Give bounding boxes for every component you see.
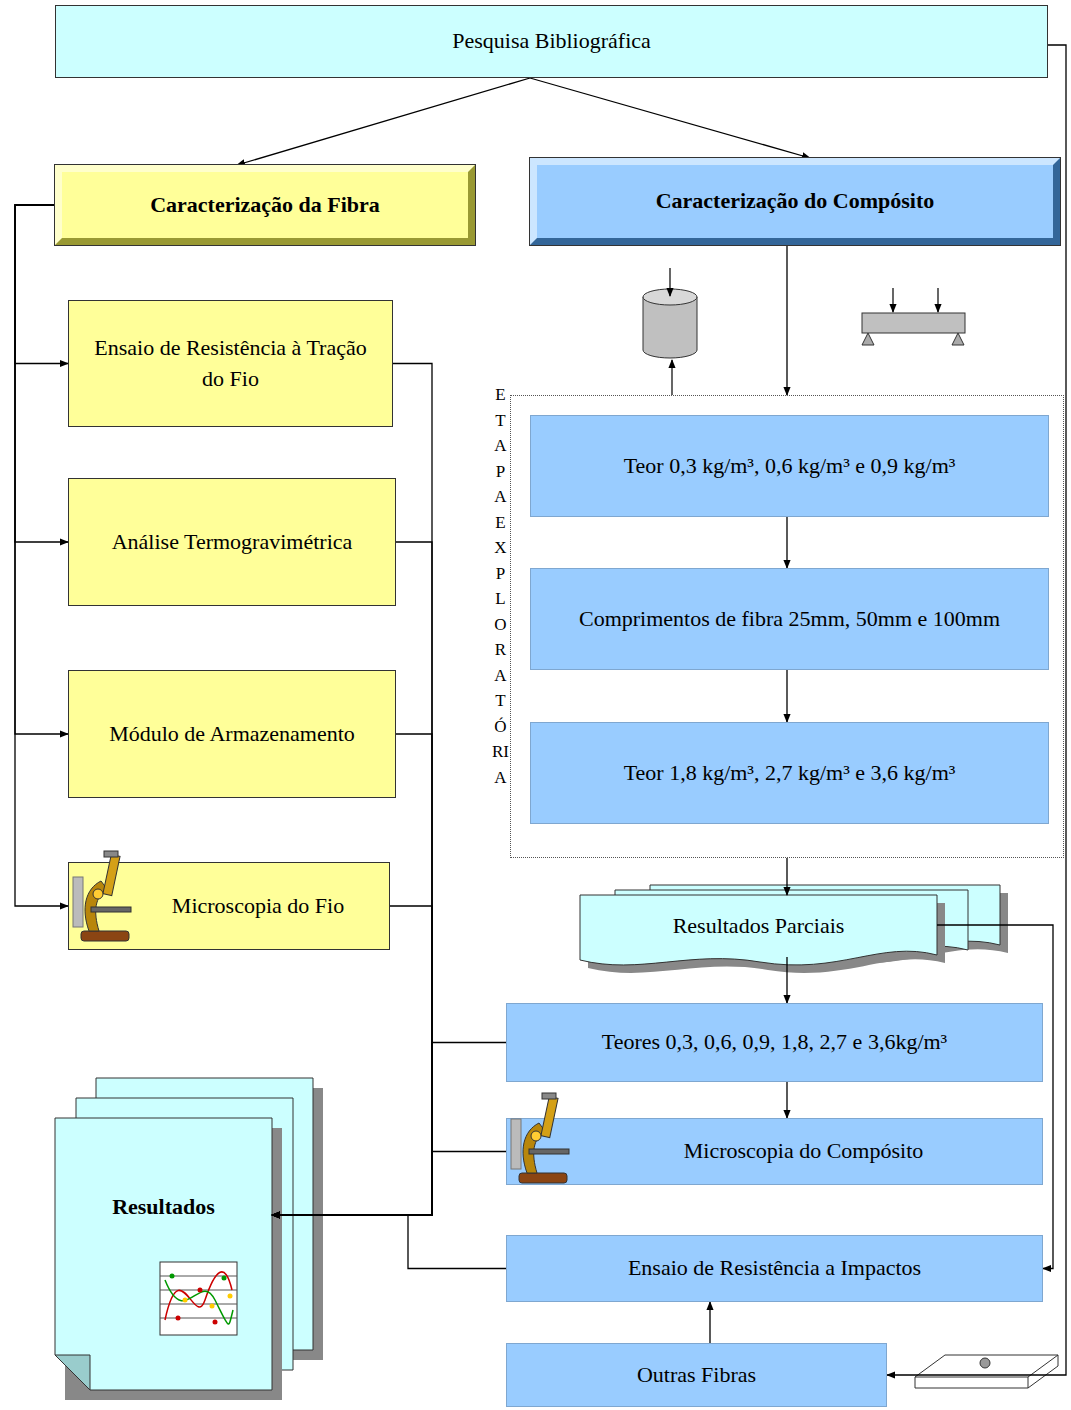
chart-icon bbox=[160, 1262, 237, 1335]
node-text: Módulo de Armazenamento bbox=[109, 719, 355, 750]
node-text: Pesquisa Bibliográfica bbox=[452, 26, 651, 57]
process-box: Ensaio de Resistência a Impactos bbox=[506, 1235, 1043, 1302]
connector-arrow bbox=[786, 1082, 787, 1118]
connector-arrow bbox=[15, 205, 68, 906]
connector-arrow bbox=[530, 78, 810, 158]
microscope-icon bbox=[71, 849, 137, 944]
connector-arrow bbox=[937, 925, 1053, 1269]
node-text: Caracterização da Fibra bbox=[150, 190, 380, 221]
document-stack bbox=[580, 885, 1008, 973]
connector-arrow bbox=[786, 858, 787, 895]
node-text: Microscopia do Fio bbox=[172, 891, 344, 922]
process-box: Teor 0,3 kg/m³, 0,6 kg/m³ e 0,9 kg/m³ bbox=[530, 415, 1049, 517]
connector-arrow bbox=[272, 1152, 506, 1216]
node-text: Resultados bbox=[112, 1192, 215, 1223]
node-text: Resultados Parciais bbox=[673, 911, 845, 942]
connector-arrow bbox=[15, 205, 68, 542]
connector-arrow bbox=[272, 1215, 506, 1269]
title-box: Pesquisa Bibliográfica bbox=[55, 5, 1048, 78]
stage-region: ETAPA EXPLORATÓRIATeor 0,3 kg/m³, 0,6 kg… bbox=[510, 395, 1064, 858]
header-box: Caracterização da Fibra bbox=[55, 165, 475, 245]
node-text: Análise Termogravimétrica bbox=[112, 527, 353, 558]
connector-arrow bbox=[237, 78, 530, 165]
impact-plate-icon bbox=[915, 1355, 1058, 1388]
connector-arrow bbox=[786, 670, 787, 722]
document-box: Resultados bbox=[55, 1118, 272, 1390]
node-text: Ensaio de Resistência à Tração do Fio bbox=[81, 333, 380, 395]
process-box: Teor 1,8 kg/m³, 2,7 kg/m³ e 3,6 kg/m³ bbox=[530, 722, 1049, 824]
beam-icon bbox=[862, 288, 965, 345]
connector-arrow bbox=[786, 245, 787, 395]
process-box: Módulo de Armazenamento bbox=[68, 670, 396, 798]
cylinder-icon bbox=[643, 268, 697, 395]
connector-arrow bbox=[15, 205, 68, 734]
node-text: Ensaio de Resistência a Impactos bbox=[628, 1253, 921, 1284]
node-text: Outras Fibras bbox=[637, 1360, 756, 1391]
microscope-icon bbox=[509, 1091, 575, 1186]
node-text: Teor 0,3 kg/m³, 0,6 kg/m³ e 0,9 kg/m³ bbox=[624, 451, 956, 482]
process-box: Comprimentos de fibra 25mm, 50mm e 100mm bbox=[530, 568, 1049, 670]
connector-arrow bbox=[272, 734, 432, 1215]
node-text: Comprimentos de fibra 25mm, 50mm e 100mm bbox=[579, 604, 1000, 635]
node-text: Teor 1,8 kg/m³, 2,7 kg/m³ e 3,6 kg/m³ bbox=[624, 758, 956, 789]
stage-label: ETAPA EXPLORATÓRIA bbox=[492, 382, 509, 790]
process-box: Ensaio de Resistência à Tração do Fio bbox=[68, 300, 393, 427]
connector-arrow bbox=[272, 906, 432, 1215]
node-text: Caracterização do Compósito bbox=[656, 186, 935, 217]
node-text: Teores 0,3, 0,6, 0,9, 1,8, 2,7 e 3,6kg/m… bbox=[602, 1027, 947, 1058]
header-box: Caracterização do Compósito bbox=[530, 158, 1060, 245]
process-box: Teores 0,3, 0,6, 0,9, 1,8, 2,7 e 3,6kg/m… bbox=[506, 1003, 1043, 1082]
connector-arrow bbox=[786, 957, 787, 1003]
document-stack bbox=[55, 1078, 323, 1400]
node-text: Microscopia do Compósito bbox=[684, 1136, 924, 1167]
process-box: Outras Fibras bbox=[506, 1343, 887, 1407]
process-box: Microscopia do Fio bbox=[68, 862, 390, 950]
document-box: Resultados Parciais bbox=[580, 895, 937, 957]
process-box: Microscopia do Compósito bbox=[506, 1118, 1043, 1185]
connector-arrow bbox=[786, 517, 787, 568]
connector-arrow bbox=[272, 1043, 506, 1216]
process-box: Análise Termogravimétrica bbox=[68, 478, 396, 606]
connector-arrow bbox=[709, 1302, 710, 1343]
